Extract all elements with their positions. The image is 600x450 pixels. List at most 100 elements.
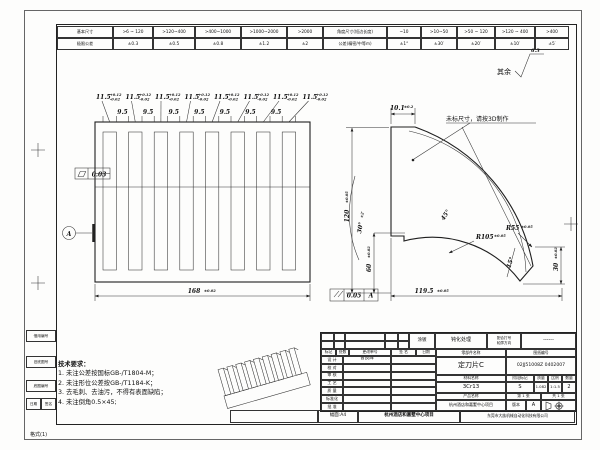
slot-width-tol-minus: -0.02 — [169, 97, 180, 101]
tolerance-cell: 极限公差 — [57, 38, 113, 50]
top-width-tol: ±0.2 — [404, 105, 414, 109]
drawing-no: 02JJ51008Z 0402007 — [506, 357, 576, 375]
parallelism-datum: A — [368, 293, 374, 300]
slot-width-tol-plus: +0.12 — [169, 93, 181, 97]
outer-radius-tol: ±0.05 — [494, 234, 506, 238]
format-label: 幅面:A4 — [318, 410, 358, 423]
sign-row-value — [343, 363, 391, 372]
sheet-outer-border — [24, 10, 582, 440]
tolerance-cell: ±20′ — [457, 38, 495, 50]
sheet-inner-border — [56, 24, 577, 425]
revision-cell — [334, 333, 345, 341]
note-text: 未标尺寸，请按3D制作 — [446, 115, 508, 123]
end-height-tol: ±0.02 — [554, 247, 558, 259]
direction-label: 轮廓方向 — [496, 341, 512, 345]
inner-height-dimension: 60 ±0.02 — [366, 232, 405, 294]
sign-row-label: 审 核 — [321, 371, 343, 380]
tooth-width-value: 9.5 — [117, 109, 127, 116]
tolerance-cell: ±0.8 — [195, 38, 241, 50]
revision-header: 日期 — [416, 349, 436, 356]
tolerance-cell: >6 ~ 120 — [113, 26, 153, 38]
fit-label: 配合打号 — [496, 335, 512, 340]
tooth-width-value: 9.5 — [168, 109, 178, 116]
outer-radius-dimension: R105 ±0.05 — [448, 234, 506, 254]
bottom-strip: 幅面:A4 杭州酒店和嘉墅中心项目 东莞市大族机械自动化科技有限公司 — [230, 410, 575, 423]
tech-req-title: 技术要求： — [58, 361, 90, 368]
slot-width-tol-minus: -0.02 — [257, 97, 268, 101]
fit-value: ------ — [521, 333, 576, 349]
revision-header: 更改单号 — [349, 349, 391, 356]
bottom-width-tol: ±0.05 — [437, 289, 449, 293]
revision-cell — [321, 341, 334, 349]
strip-empty — [230, 410, 318, 423]
revision-header: 签 名 — [391, 349, 416, 356]
datum-label: A — [66, 231, 72, 238]
weight-label: 质量 — [534, 375, 548, 382]
revision-cell — [334, 341, 345, 349]
coating-label: 涂镀 — [409, 333, 435, 349]
tolerance-cell: >400 — [535, 26, 569, 38]
tolerance-cell: >120 ~ 400 — [495, 26, 535, 38]
sign-row-value — [343, 371, 391, 380]
slot-width-tol-minus: -0.02 — [139, 97, 150, 101]
fit-direction-labels: 配合打号 轮廓方向 — [487, 333, 521, 349]
top-width-dimension: 10.1 ±0.2 — [390, 105, 416, 124]
tech-req-item: 1. 未注公差按国标GB-/T1804-M； — [58, 370, 158, 378]
flatness-tolerance-frame: 0.03 — [74, 167, 111, 180]
sign-row-value: 曹良辉 — [343, 356, 391, 364]
end-height-dimension: 30 ±0.02 — [523, 246, 565, 285]
isometric-view — [217, 347, 311, 409]
tech-req-item: 4. 未注倒角0.5×45; — [58, 398, 117, 406]
material-value: 3Cr13 — [436, 382, 506, 393]
material-label: 材料名称 — [436, 375, 506, 382]
sign-row-value — [343, 379, 391, 388]
margin-box: 旧底图号 — [26, 356, 56, 368]
overall-width-value: 168 — [188, 288, 201, 295]
sector-angle-value: 45° — [440, 208, 452, 221]
drawing-no-label: 图纸编号 — [506, 349, 576, 357]
weight-value: 1.082 — [534, 382, 548, 393]
comb-slot — [128, 131, 143, 271]
flatness-value: 0.03 — [92, 172, 107, 179]
tolerance-cell: >400~1000 — [195, 26, 241, 38]
tooth-width-value: 9.5 — [245, 109, 255, 116]
margin-date-label: 日期 — [26, 398, 41, 410]
slot-width-value: 11.5 — [273, 94, 288, 101]
slot-width-tol-minus: -0.02 — [316, 97, 327, 101]
sign-row-label: 工 艺 — [321, 379, 343, 388]
tolerance-cell: ±2 — [287, 38, 323, 50]
slot-width-tol-plus: +0.12 — [316, 93, 328, 97]
end-height-value: 30 — [553, 262, 560, 271]
tech-req-item: 3. 去毛刺、去油污，不得有表面缺陷； — [58, 389, 167, 397]
margin-box: 借用编号 — [26, 330, 56, 342]
comb-slot — [102, 131, 117, 271]
technical-requirements: 技术要求： 1. 未注公差按国标GB-/T1804-M； 2. 未注形位公差按G… — [58, 360, 238, 407]
slot-width-tol-plus: +0.12 — [110, 93, 122, 97]
revision-cell — [345, 341, 385, 349]
company-name: 东莞市大族机械自动化科技有限公司 — [460, 410, 575, 423]
tolerance-cell: >2000 — [287, 26, 323, 38]
slot-width-tol-plus: +0.12 — [228, 93, 240, 97]
project-name: 杭州酒店和嘉墅中心项目 — [358, 410, 460, 423]
inner-radius-dimension: R55 ±0.05 — [505, 225, 533, 248]
sign-row-empty — [391, 363, 436, 372]
bottom-width-dimension: 119.5 ±0.05 — [390, 238, 563, 301]
tolerance-cell: ±10′ — [495, 38, 535, 50]
sign-row-empty — [391, 387, 436, 396]
slot-width-value: 11.5 — [214, 94, 229, 101]
revision-header: 标记 — [321, 349, 336, 356]
revision-cell — [321, 333, 334, 341]
surface-prefix: 其余 — [497, 67, 511, 76]
chamfer-angle-dimension: 15° — [505, 247, 516, 278]
chamfer-angle-value: 15° — [505, 256, 515, 269]
slot-width-tol-plus: +0.12 — [257, 93, 269, 97]
main-angle-dimension: 30° ±2′ — [349, 175, 365, 261]
margin-sign-label: 签名 — [41, 398, 56, 410]
sign-row-empty — [391, 371, 436, 380]
scale-value: 1:1.5 — [548, 382, 562, 393]
stage-label: 阶段标记 — [506, 375, 534, 382]
sector-outline — [390, 126, 534, 282]
datum-a-symbol: A — [62, 224, 95, 242]
